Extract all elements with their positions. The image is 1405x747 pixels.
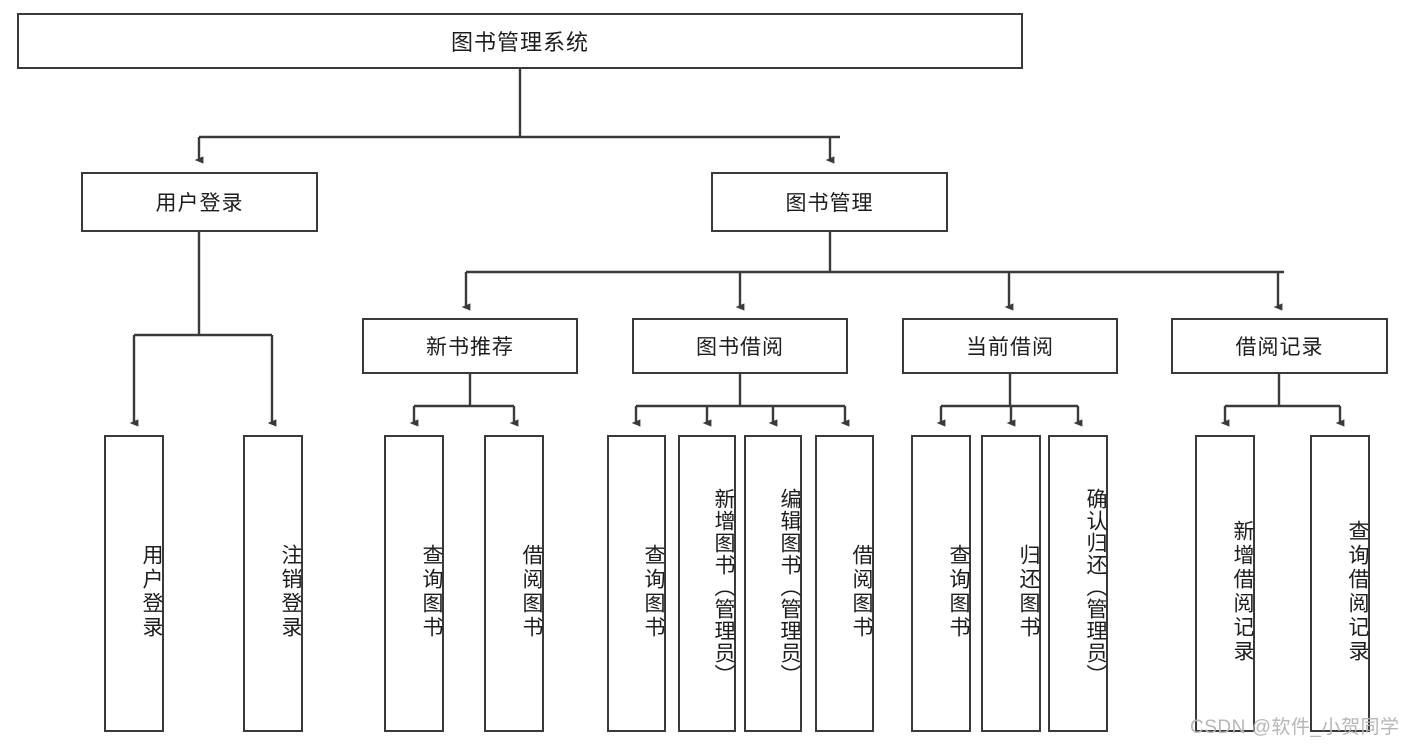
- node-new-book-recommend[interactable]: 新书推荐: [362, 318, 578, 374]
- leaf-label: 用户登录: [140, 543, 163, 640]
- node-root-label: 图书管理系统: [450, 30, 589, 55]
- leaf-query-book-recommend[interactable]: 查询图书: [384, 435, 444, 732]
- node-label: 图书借阅: [696, 336, 784, 359]
- leaf-logout[interactable]: 注销登录: [243, 435, 303, 732]
- node-label: 新书推荐: [426, 336, 514, 359]
- node-borrow-record[interactable]: 借阅记录: [1171, 318, 1388, 374]
- leaf-label: 确认归还（管理员）: [1084, 487, 1107, 686]
- leaf-user-login[interactable]: 用户登录: [104, 435, 164, 732]
- leaf-query-book-current[interactable]: 查询图书: [911, 435, 971, 732]
- node-book-borrow[interactable]: 图书借阅: [632, 318, 848, 374]
- leaf-label: 查询图书: [642, 543, 665, 640]
- leaf-query-book-borrow[interactable]: 查询图书: [607, 435, 666, 732]
- leaf-edit-book-admin[interactable]: 编辑图书（管理员）: [744, 435, 802, 732]
- leaf-add-book-admin[interactable]: 新增图书（管理员）: [678, 435, 736, 732]
- leaf-query-borrow-record[interactable]: 查询借阅记录: [1310, 435, 1370, 732]
- leaf-add-borrow-record[interactable]: 新增借阅记录: [1195, 435, 1255, 732]
- node-label: 借阅记录: [1235, 336, 1324, 359]
- node-label: 图书管理: [785, 192, 874, 215]
- leaf-confirm-return-admin[interactable]: 确认归还（管理员）: [1048, 435, 1108, 732]
- node-book-management[interactable]: 图书管理: [711, 172, 948, 232]
- leaf-label: 新增图书（管理员）: [712, 487, 735, 686]
- leaf-label: 借阅图书: [520, 543, 543, 640]
- node-label: 当前借阅: [966, 336, 1054, 359]
- leaf-borrow-book-recommend[interactable]: 借阅图书: [484, 435, 544, 732]
- leaf-label: 借阅图书: [850, 543, 873, 640]
- leaf-label: 查询借阅记录: [1346, 519, 1369, 664]
- node-root[interactable]: 图书管理系统: [17, 13, 1023, 69]
- leaf-label: 新增借阅记录: [1231, 519, 1254, 664]
- watermark: CSDN @软件_小贺同学: [1190, 717, 1400, 738]
- leaf-borrow-book[interactable]: 借阅图书: [815, 435, 874, 732]
- node-user-login[interactable]: 用户登录: [81, 172, 318, 232]
- leaf-label: 注销登录: [279, 543, 302, 640]
- node-current-borrow[interactable]: 当前借阅: [902, 318, 1118, 374]
- leaf-return-book[interactable]: 归还图书: [981, 435, 1041, 732]
- node-label: 用户登录: [155, 192, 244, 215]
- leaf-label: 归还图书: [1017, 543, 1040, 640]
- leaf-label: 查询图书: [420, 543, 443, 640]
- leaf-label: 查询图书: [947, 543, 970, 640]
- leaf-label: 编辑图书（管理员）: [778, 487, 801, 686]
